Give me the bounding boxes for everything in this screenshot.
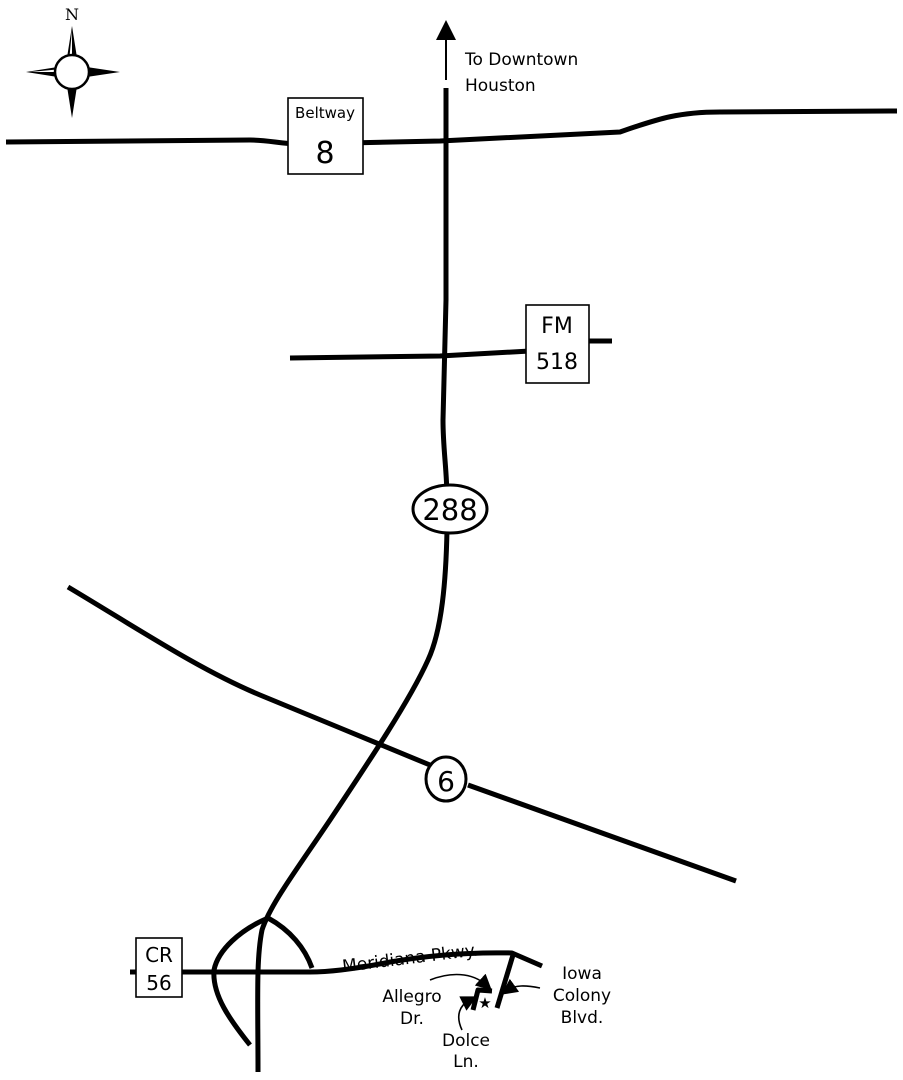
interchange-ramp-east bbox=[266, 915, 315, 969]
iowa-colony-pointer-arrow-icon bbox=[501, 978, 541, 995]
interchange-loop-west bbox=[211, 915, 269, 1047]
dolce-pointer-arrow-icon bbox=[458, 996, 478, 1031]
highway-6-road-west bbox=[66, 584, 431, 768]
allegro-pointer-arrow-icon bbox=[429, 973, 492, 991]
fm-518-shield bbox=[525, 304, 590, 384]
cr-56-line2: 56 bbox=[146, 971, 171, 995]
dolce-label-line1: Dolce bbox=[442, 1031, 490, 1051]
highway-6-shield bbox=[424, 755, 468, 803]
allegro-label-line2: Dr. bbox=[400, 1009, 424, 1029]
highway-288-road-north bbox=[440, 88, 450, 501]
iowa-colony-label-line3: Blvd. bbox=[561, 1008, 604, 1028]
highway-6-number: 6 bbox=[437, 765, 455, 798]
highway-288-road-south bbox=[255, 529, 450, 1073]
destination-line2: Houston bbox=[465, 76, 536, 96]
iowa-colony-blvd-road bbox=[494, 954, 516, 1009]
beltway-8-shield bbox=[287, 97, 364, 175]
compass-rose-icon bbox=[26, 26, 120, 118]
beltway-number: 8 bbox=[315, 136, 334, 171]
fm-518-line2: 518 bbox=[536, 350, 578, 375]
beltway-8-road bbox=[5, 108, 898, 147]
allegro-label-line1: Allegro bbox=[382, 987, 441, 1007]
beltway-name: Beltway bbox=[295, 104, 355, 122]
star-icon: ★ bbox=[478, 994, 491, 1012]
cr-56-line1: CR bbox=[145, 943, 173, 967]
north-label: N bbox=[65, 5, 79, 24]
fm-518-line1: FM bbox=[541, 314, 573, 339]
highway-288-number: 288 bbox=[422, 493, 477, 527]
meridiana-label: Meridiana Pkwy. bbox=[341, 940, 479, 976]
iowa-colony-label-line1: Iowa bbox=[562, 964, 602, 984]
highway-6-road-east bbox=[467, 782, 737, 884]
dolce-label-line2: Ln. bbox=[453, 1052, 479, 1072]
destination-line1: To Downtown bbox=[464, 50, 578, 70]
fm-518-road bbox=[289, 348, 531, 361]
highway-288-shield bbox=[411, 483, 489, 535]
iowa-colony-label-line2: Colony bbox=[553, 986, 611, 1006]
cr-56-shield bbox=[135, 937, 183, 998]
meridiana-parkway-road bbox=[215, 950, 543, 975]
